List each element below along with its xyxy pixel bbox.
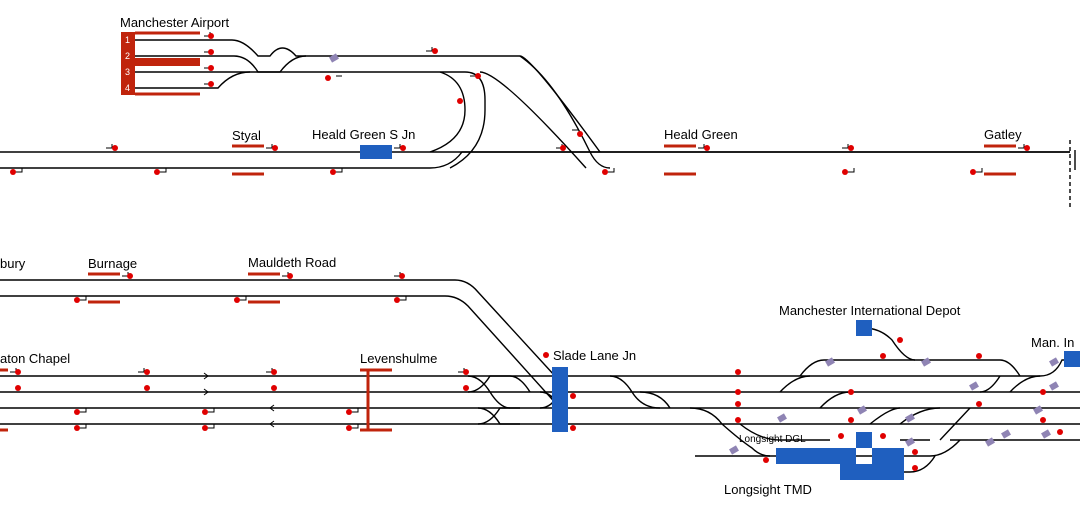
airport-platform-numbers: 1 2 3 4: [125, 35, 130, 93]
station-label-manchester-airport: Manchester Airport: [120, 15, 230, 30]
lower-tracks: [0, 279, 1080, 473]
platform-number-4: 4: [125, 83, 130, 93]
station-label-burnage: Burnage: [88, 256, 138, 271]
upper-trains: [329, 53, 339, 63]
station-label-mauldeth-road: Mauldeth Road: [248, 255, 337, 270]
lower-signals: [10, 272, 1063, 471]
junction-label-slade-lane-jn: Slade Lane Jn: [553, 348, 637, 363]
heald-green-s-jn-track-circuit: [360, 145, 392, 159]
platform-number-3: 3: [125, 67, 130, 77]
upper-tracks: [0, 39, 1076, 210]
junction-label-heald-green-s-jn: Heald Green S Jn: [312, 127, 416, 142]
airport-platforms: [135, 31, 200, 96]
station-label-levenshulme: Levenshulme: [360, 351, 438, 366]
depot-label-manchester-international: Manchester International Depot: [779, 303, 961, 318]
station-label-heaton-chapel: aton Chapel: [0, 351, 71, 366]
upper-platforms: [232, 144, 1016, 176]
station-label-bury: bury: [0, 256, 26, 271]
direction-arrows: [203, 372, 275, 428]
platform-number-2: 2: [125, 51, 130, 61]
line-label-longsight-dgl: Longsight DGL: [739, 434, 806, 445]
airport-platform-block: [121, 32, 135, 95]
lower-trains: [729, 357, 1059, 455]
station-label-man-in: Man. In: [1031, 335, 1075, 350]
platform-number-1: 1: [125, 35, 130, 45]
station-label-styal: Styal: [232, 128, 261, 143]
station-label-gatley: Gatley: [984, 127, 1022, 142]
station-label-heald-green: Heald Green: [664, 127, 738, 142]
upper-signals: [10, 32, 1030, 175]
depot-label-longsight-tmd: Longsight TMD: [724, 482, 812, 497]
occupied-track-circuits: [552, 320, 1080, 480]
lower-platforms: [0, 272, 392, 432]
